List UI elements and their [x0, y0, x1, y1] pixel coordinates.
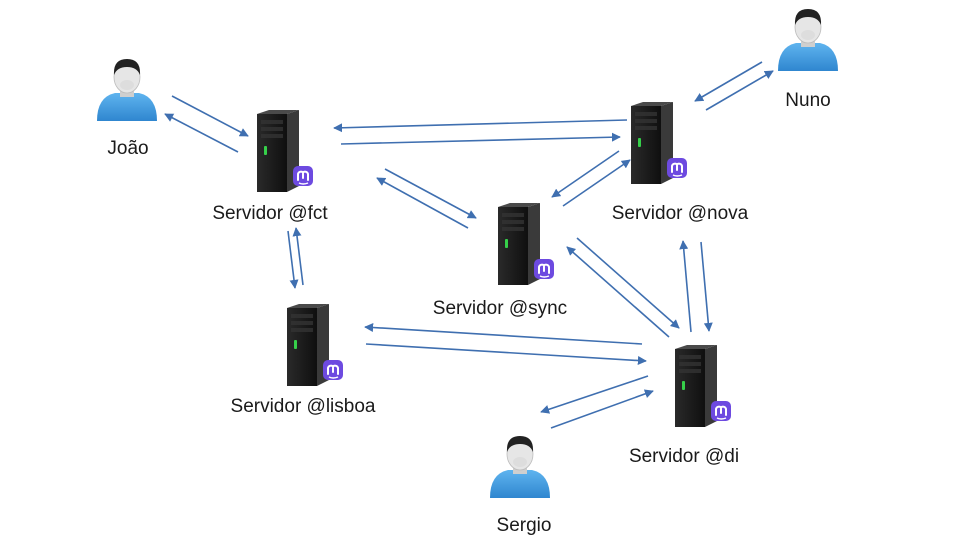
- arrow-nuno-nova-a: [694, 61, 763, 102]
- connection-nuno-nova: [694, 61, 774, 111]
- server-label-nova: Servidor @nova: [611, 203, 749, 224]
- mastodon-icon: [323, 360, 343, 380]
- user-icon: [97, 59, 157, 121]
- connection-sync-nova: [551, 150, 631, 207]
- user-label-joao: João: [107, 138, 149, 159]
- server-icon: [498, 203, 554, 285]
- server-label-sync: Servidor @sync: [432, 298, 568, 319]
- arrow-sync-di-a: [566, 246, 670, 338]
- arrow-fct-sync-b: [384, 168, 477, 219]
- arrow-joao-fct-a: [171, 95, 249, 137]
- arrow-fct-lisboa-b: [287, 230, 299, 289]
- nodes-layer: [97, 9, 838, 498]
- connection-fct-sync: [376, 168, 477, 229]
- mastodon-icon: [293, 166, 313, 186]
- arrow-sergio-di-b: [550, 389, 654, 429]
- mastodon-icon: [667, 158, 687, 178]
- connection-joao-fct: [164, 95, 249, 153]
- arrow-sergio-di-a: [540, 375, 649, 414]
- arrow-lisboa-di-a: [364, 323, 643, 345]
- arrow-nova-di-a: [679, 240, 692, 333]
- connections-layer: [164, 61, 774, 429]
- arrow-fct-sync-a: [376, 177, 469, 229]
- arrow-sync-nova-b: [562, 159, 631, 207]
- arrow-nuno-nova-b: [705, 70, 774, 111]
- arrow-joao-fct-b: [164, 113, 239, 153]
- arrow-fct-lisboa-a: [292, 227, 304, 286]
- arrow-nova-di-b: [700, 241, 713, 332]
- server-label-fct: Servidor @fct: [212, 203, 328, 224]
- user-label-nuno: Nuno: [785, 90, 831, 111]
- arrow-lisboa-di-b: [365, 343, 647, 366]
- arrow-sync-nova-a: [551, 150, 620, 198]
- connection-sync-di: [566, 237, 680, 338]
- user-label-sergio: Sergio: [496, 515, 552, 536]
- connection-fct-nova: [333, 119, 628, 145]
- server-icon: [257, 110, 313, 192]
- server-icon: [287, 304, 343, 386]
- server-label-di: Servidor @di: [628, 446, 740, 467]
- server-icon: [675, 345, 731, 427]
- server-label-lisboa: Servidor @lisboa: [230, 396, 376, 417]
- arrow-fct-nova-a: [333, 119, 628, 133]
- mastodon-icon: [534, 259, 554, 279]
- connection-lisboa-di: [364, 323, 647, 366]
- arrow-sync-di-b: [576, 237, 680, 329]
- mastodon-icon: [711, 401, 731, 421]
- connection-sergio-di: [540, 375, 654, 429]
- connection-nova-di: [679, 240, 713, 333]
- connection-fct-lisboa: [287, 227, 304, 289]
- user-icon: [778, 9, 838, 71]
- arrow-fct-nova-b: [340, 132, 621, 145]
- server-icon: [631, 102, 687, 184]
- user-icon: [490, 436, 550, 498]
